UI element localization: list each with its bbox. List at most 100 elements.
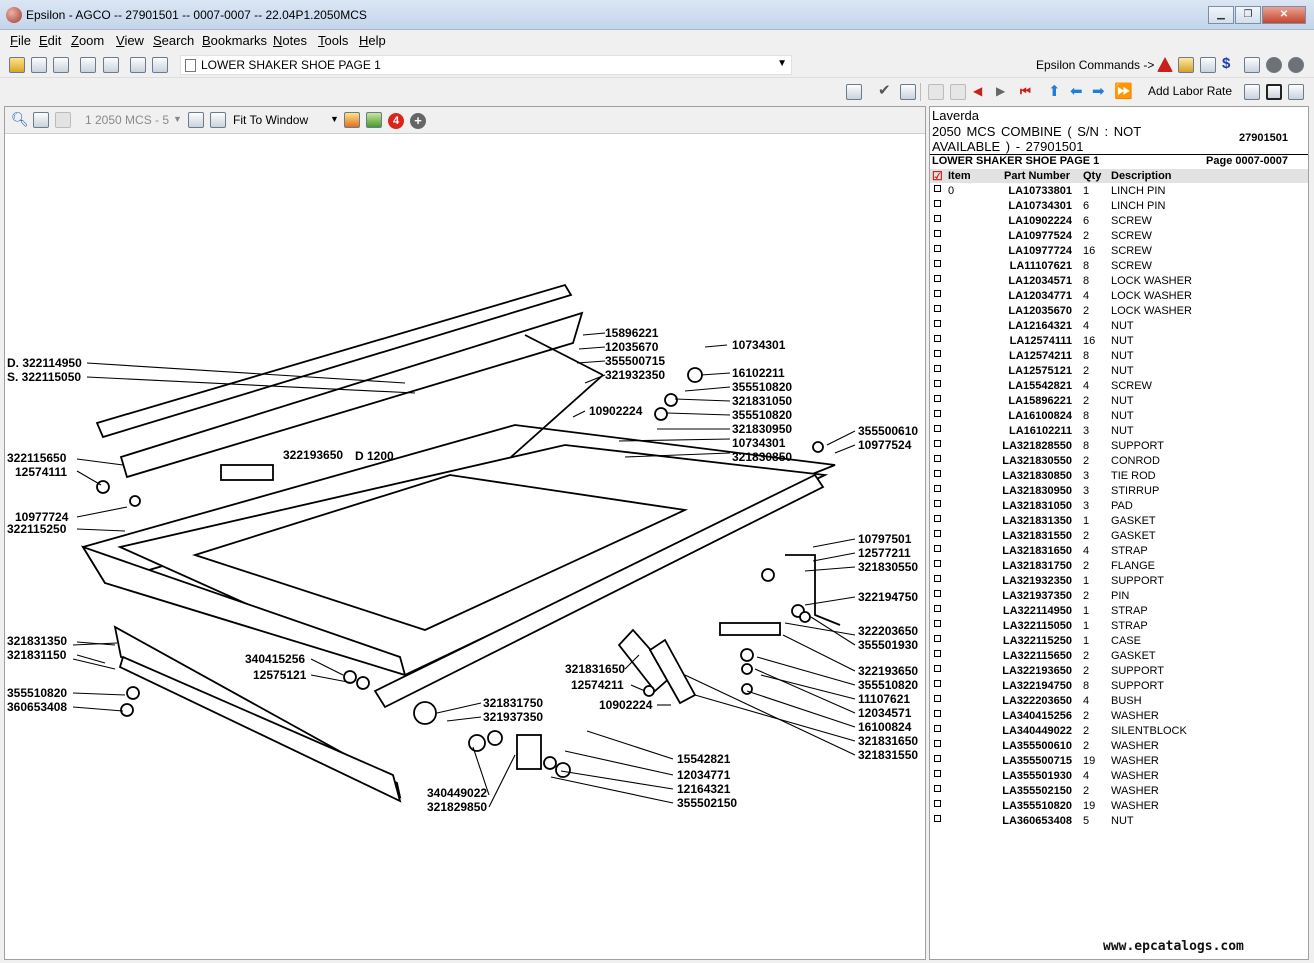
next-icon[interactable]: ▶: [996, 84, 1006, 98]
network-icon[interactable]: [1200, 57, 1216, 73]
row-checkbox[interactable]: [934, 215, 941, 222]
row-checkbox[interactable]: [934, 365, 941, 372]
row-checkbox[interactable]: [934, 545, 941, 552]
add-labor-rate-button[interactable]: Add Labor Rate: [1148, 84, 1233, 98]
row-checkbox[interactable]: [934, 665, 941, 672]
catalog-icon[interactable]: [1178, 57, 1194, 73]
column-part-number[interactable]: Part Number: [1004, 170, 1071, 182]
image-export-icon[interactable]: [366, 112, 382, 128]
menu-file[interactable]: File: [10, 33, 31, 48]
last-page-icon[interactable]: ⏩: [1114, 83, 1133, 100]
stop-icon[interactable]: [1288, 57, 1304, 73]
row-checkbox[interactable]: [934, 260, 941, 267]
row-checkbox[interactable]: [934, 500, 941, 507]
row-checkbox[interactable]: [934, 740, 941, 747]
chevron-down-icon[interactable]: ▼: [330, 114, 339, 124]
menu-edit[interactable]: Edit: [39, 33, 62, 48]
row-checkbox[interactable]: [934, 770, 941, 777]
menu-zoom[interactable]: Zoom: [71, 33, 105, 48]
row-checkbox[interactable]: [934, 695, 941, 702]
row-checkbox[interactable]: [934, 575, 941, 582]
row-checkbox[interactable]: [934, 800, 941, 807]
menu-view[interactable]: View: [116, 33, 144, 48]
row-checkbox[interactable]: [934, 560, 941, 567]
warning-icon[interactable]: [1157, 57, 1173, 72]
row-checkbox[interactable]: [934, 485, 941, 492]
row-checkbox[interactable]: [934, 470, 941, 477]
row-checkbox[interactable]: [934, 725, 941, 732]
first-page-icon[interactable]: ⏮: [1020, 84, 1031, 98]
row-checkbox[interactable]: [934, 380, 941, 387]
row-checkbox[interactable]: [934, 335, 941, 342]
column-item[interactable]: Item: [948, 170, 971, 182]
zoom-selector[interactable]: Fit To Window: [233, 113, 309, 127]
cart-icon[interactable]: [900, 84, 916, 100]
column-description[interactable]: Description: [1111, 170, 1172, 182]
magnifier-icon[interactable]: 🔍︎: [11, 111, 29, 127]
refresh-icon[interactable]: [31, 57, 47, 73]
info-icon[interactable]: [1266, 57, 1282, 73]
callout-icon[interactable]: [344, 112, 360, 128]
minimize-pane-icon[interactable]: [1244, 84, 1260, 100]
row-checkbox[interactable]: [934, 755, 941, 762]
edit-list-icon[interactable]: [846, 84, 862, 100]
binoculars-icon[interactable]: [80, 57, 96, 73]
left-arrow-icon[interactable]: ⬅: [1070, 83, 1083, 100]
pan-icon[interactable]: [55, 112, 71, 128]
menu-tools[interactable]: Tools: [318, 33, 349, 48]
checkmark-icon[interactable]: ✔: [878, 82, 891, 99]
row-checkbox[interactable]: [934, 620, 941, 627]
menu-help[interactable]: Help: [359, 33, 386, 48]
restore-pane-icon[interactable]: [1266, 84, 1282, 100]
dollar-icon[interactable]: $: [1222, 55, 1231, 72]
row-checkbox[interactable]: [934, 815, 941, 822]
notes-icon[interactable]: [152, 57, 168, 73]
zoom-area-icon[interactable]: [33, 112, 49, 128]
zoom-fit-icon[interactable]: [210, 112, 226, 128]
minimize-button[interactable]: ▁: [1208, 6, 1234, 24]
restore-button[interactable]: ❐: [1235, 6, 1261, 24]
chevron-down-icon[interactable]: ▼: [777, 58, 787, 69]
checkmark-icon[interactable]: ☑: [932, 169, 943, 183]
right-arrow-icon[interactable]: ➡: [1092, 83, 1105, 100]
previous-icon[interactable]: ◀: [973, 84, 983, 98]
menu-bookmarks[interactable]: Bookmarks: [202, 33, 268, 48]
row-checkbox[interactable]: [934, 605, 941, 612]
row-checkbox[interactable]: [934, 515, 941, 522]
row-checkbox[interactable]: [934, 710, 941, 717]
add-icon[interactable]: +: [410, 113, 426, 129]
book-selector[interactable]: 1 2050 MCS - 5: [85, 113, 170, 127]
model-icon[interactable]: [1244, 57, 1260, 73]
